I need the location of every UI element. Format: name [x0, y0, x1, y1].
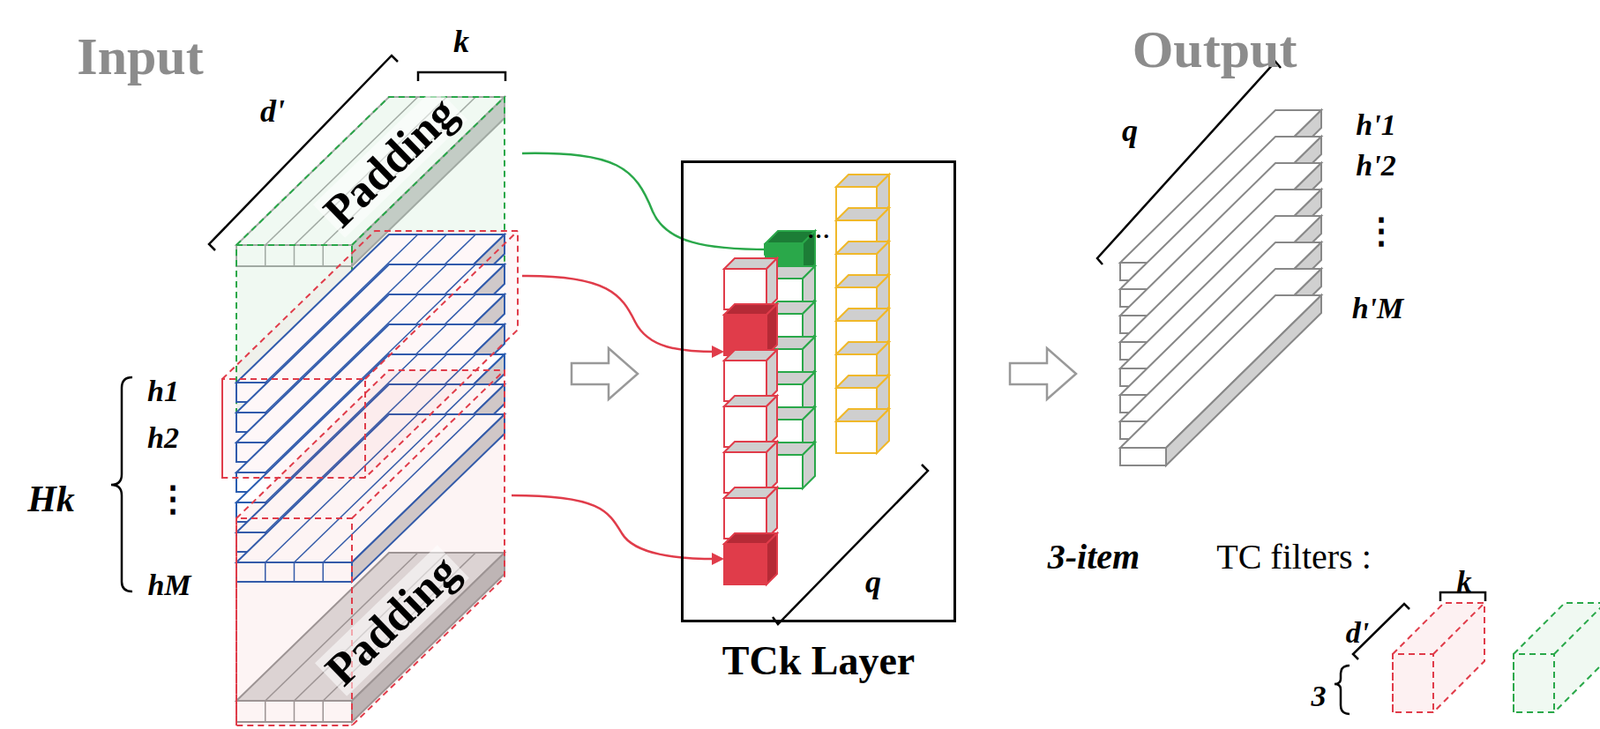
cell-side	[802, 442, 815, 489]
dimension-label: d'	[260, 95, 285, 128]
cell-side	[766, 258, 778, 310]
tc-filter-columns	[724, 174, 890, 585]
braces	[111, 55, 1486, 715]
flow-curves	[511, 153, 777, 566]
red-filter-cube	[1392, 654, 1434, 713]
slab-top	[1120, 295, 1322, 449]
cell-side	[766, 304, 778, 356]
dimension-label: q	[865, 566, 882, 599]
legend-heading: TC filters :	[1216, 539, 1372, 576]
matrix-label: Hk	[27, 480, 75, 518]
red-dashed-window	[236, 518, 352, 726]
cell-side	[876, 409, 890, 454]
row-label: h'1	[1355, 110, 1396, 141]
green-filter-cube	[1513, 603, 1600, 713]
output-tensor	[1120, 110, 1322, 466]
cell-front	[836, 421, 877, 454]
cell-side	[766, 396, 778, 448]
slab-side	[1166, 295, 1322, 466]
dimension-label: 3	[1311, 681, 1327, 712]
red-dashed-window	[236, 370, 505, 726]
layer-label: TCk Layer	[722, 641, 916, 682]
red-dashed-window	[351, 370, 505, 519]
output-title: Output	[1132, 22, 1298, 76]
legend-heading: 3-item	[1047, 539, 1140, 576]
green-filter-cube	[1513, 654, 1555, 713]
dimension-label: d'	[1345, 618, 1369, 649]
row-label: h'M	[1352, 293, 1405, 324]
red-filter-cube	[1392, 603, 1485, 713]
red-dashed-window	[365, 231, 518, 380]
arrow-head	[711, 345, 725, 359]
red-filter-cube	[1433, 603, 1485, 655]
row-label: h'2	[1355, 150, 1396, 181]
arrow-head	[711, 553, 725, 566]
ellipsis: ⋮	[155, 481, 191, 517]
dimension-label: k	[1457, 567, 1473, 598]
row-label: h2	[147, 423, 180, 454]
dimension-label: k	[453, 25, 470, 58]
cell-side	[766, 533, 778, 585]
ellipsis: ⋮	[1363, 213, 1399, 249]
cell-front	[724, 544, 767, 585]
green-filter-cube	[1554, 603, 1600, 655]
cell-side	[766, 350, 778, 402]
dimension-label: q	[1121, 114, 1138, 147]
cell-side	[766, 487, 778, 539]
row-label: hM	[147, 570, 191, 601]
arrow-head	[763, 243, 777, 256]
green-curve	[522, 153, 770, 250]
input-title: Input	[76, 29, 203, 83]
slab-front	[1120, 448, 1167, 466]
red-curve	[511, 495, 718, 560]
ellipsis: …	[807, 219, 830, 243]
red-curve	[522, 276, 718, 352]
cell-side	[766, 441, 778, 494]
filter-legend-cubes	[1392, 603, 1600, 713]
hollow-arrows	[571, 348, 1077, 400]
row-label: h1	[147, 376, 180, 407]
